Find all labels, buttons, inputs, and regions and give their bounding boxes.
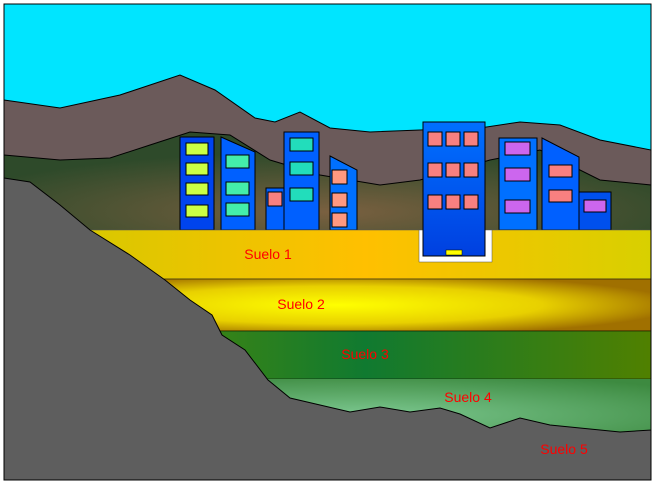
label-suelo-1: Suelo 1 bbox=[244, 246, 292, 262]
layer-suelo-5 bbox=[3, 177, 652, 481]
label-suelo-3: Suelo 3 bbox=[341, 346, 389, 362]
label-suelo-4: Suelo 4 bbox=[444, 389, 492, 405]
building-with-basement bbox=[418, 121, 493, 263]
layer-suelo-1 bbox=[79, 229, 652, 280]
label-suelo-5: Suelo 5 bbox=[540, 441, 588, 457]
frame-border bbox=[3, 3, 652, 481]
buildings bbox=[179, 131, 612, 231]
label-suelo-2: Suelo 2 bbox=[277, 296, 325, 312]
